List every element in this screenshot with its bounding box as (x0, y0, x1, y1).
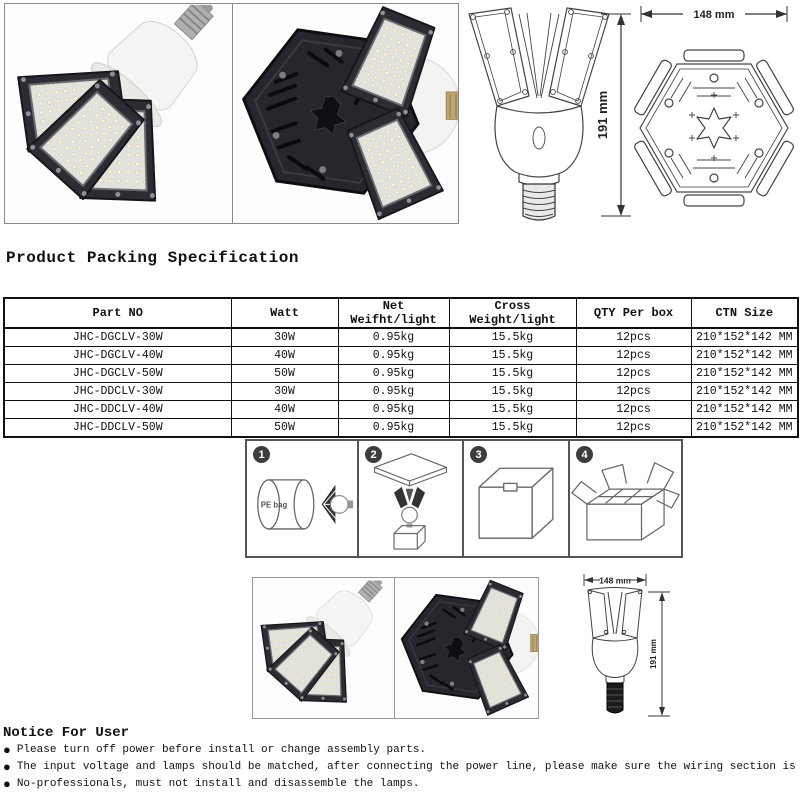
table-cell: JHC-DDCLV-30W (3, 382, 232, 401)
width-dimension: 148 mm (583, 574, 647, 586)
table-row: JHC-DGCLV-40W 40W 0.95kg 15.5kg 12pcs 21… (3, 346, 799, 365)
table-cell: 0.95kg (337, 346, 450, 365)
step-number-badge: 1 (253, 446, 270, 463)
packing-step-2: 2 (359, 441, 464, 556)
product-photo-box-small (252, 577, 539, 719)
width-dimension: 148 mm (640, 6, 788, 22)
bullet-icon: ● (3, 743, 11, 758)
bullet-icon: ● (3, 777, 11, 792)
lamp-back-photo-image (233, 4, 458, 223)
column-header: Net Weifht/light (337, 297, 450, 329)
column-header: Cross Weight/light (448, 297, 577, 329)
table-cell: 15.5kg (448, 400, 577, 419)
table-row: JHC-DGCLV-30W 30W 0.95kg 15.5kg 12pcs 21… (3, 327, 799, 347)
table-cell: 12pcs (575, 364, 692, 383)
table-cell: 50W (230, 364, 339, 383)
table-cell: 210*152*142 MM (690, 400, 799, 419)
column-header: Watt (230, 297, 339, 329)
step-number-badge: 4 (576, 446, 593, 463)
table-cell: 0.95kg (337, 400, 450, 419)
table-row: JHC-DDCLV-40W 40W 0.95kg 15.5kg 12pcs 21… (3, 400, 799, 419)
lamp-dimension-drawing: 148 mm 191 mm (583, 574, 670, 717)
table-cell: 0.95kg (337, 418, 450, 438)
table-cell: 15.5kg (448, 346, 577, 365)
step-number-badge: 3 (470, 446, 487, 463)
packing-step-3: 3 (464, 441, 570, 556)
inner-box-packing-icon (373, 453, 448, 550)
page-title: Product Packing Specification (6, 249, 299, 267)
pe-bag-label: PE bag (261, 500, 288, 509)
lamp-top-view-drawing: 148 mm (634, 6, 794, 207)
notice-item: ● The input voltage and lamps should be … (3, 759, 800, 776)
table-row: JHC-DDCLV-50W 50W 0.95kg 15.5kg 12pcs 21… (3, 418, 799, 438)
table-cell: 210*152*142 MM (690, 382, 799, 401)
lamp-photo-image (5, 4, 232, 223)
table-cell: 30W (230, 327, 339, 347)
table-cell: 12pcs (575, 346, 692, 365)
table-cell: 0.95kg (337, 382, 450, 401)
notice-item: ● Please turn off power before install o… (3, 742, 800, 759)
notice-item: ● No-professionals, must not install and… (3, 776, 800, 793)
product-photo-back (233, 4, 458, 223)
table-cell: 40W (230, 346, 339, 365)
column-header: CTN Size (690, 297, 799, 329)
height-dimension-label: 191 mm (649, 639, 658, 669)
bullet-icon: ● (3, 760, 11, 775)
table-cell: 210*152*142 MM (690, 327, 799, 347)
table-cell: 12pcs (575, 418, 692, 438)
notice-text: No-professionals, must not install and d… (16, 778, 420, 790)
height-dimension: 191 mm (595, 13, 631, 217)
table-cell: 15.5kg (448, 364, 577, 383)
notice-text: The input voltage and lamps should be ma… (16, 761, 800, 773)
table-cell: 0.95kg (337, 364, 450, 383)
open-carton-icon (571, 462, 680, 541)
height-dimension: 191 mm (648, 591, 670, 717)
notice-title: Notice For User (3, 725, 130, 741)
product-photo-angled (5, 4, 233, 223)
table-cell: JHC-DGCLV-40W (3, 346, 232, 365)
notice-section: Notice For User ● Please turn off power … (3, 724, 800, 793)
lamp-photo-image (253, 578, 394, 718)
closed-box-icon (478, 467, 554, 539)
column-header: Part NO (3, 297, 232, 329)
table-cell: JHC-DGCLV-50W (3, 364, 232, 383)
table-cell: JHC-DDCLV-50W (3, 418, 232, 438)
product-photo-back-small (395, 578, 538, 718)
notice-text: Please turn off power before install or … (16, 744, 427, 756)
step-number-badge: 2 (365, 446, 382, 463)
table-row: JHC-DGCLV-50W 50W 0.95kg 15.5kg 12pcs 21… (3, 364, 799, 383)
table-cell: 15.5kg (448, 382, 577, 401)
table-row: JHC-DDCLV-30W 30W 0.95kg 15.5kg 12pcs 21… (3, 382, 799, 401)
packing-spec-table: Part NO Watt Net Weifht/light Cross Weig… (3, 297, 799, 438)
table-cell: JHC-DGCLV-30W (3, 327, 232, 347)
table-cell: 40W (230, 400, 339, 419)
table-cell: 12pcs (575, 382, 692, 401)
table-header-row: Part NO Watt Net Weifht/light Cross Weig… (3, 297, 799, 329)
table-cell: 210*152*142 MM (690, 346, 799, 365)
table-cell: 210*152*142 MM (690, 364, 799, 383)
packing-step-4: 4 (570, 441, 681, 556)
column-header: QTY Per box (575, 297, 692, 329)
packing-steps: 1 PE bag 2 (245, 439, 683, 558)
table-cell: 15.5kg (448, 418, 577, 438)
packing-step-1: 1 PE bag (247, 441, 359, 556)
table-cell: 30W (230, 382, 339, 401)
lamp-side-drawing: 191 mm (468, 7, 631, 221)
width-dimension-label: 148 mm (694, 9, 735, 21)
table-cell: 210*152*142 MM (690, 418, 799, 438)
product-photo-angled-small (253, 578, 395, 718)
table-cell: 12pcs (575, 327, 692, 347)
table-cell: 50W (230, 418, 339, 438)
mini-lamp-icon (321, 484, 354, 525)
table-cell: 15.5kg (448, 327, 577, 347)
pe-bag-icon: PE bag (257, 479, 354, 530)
table-cell: 0.95kg (337, 327, 450, 347)
lamp-back-photo-image (395, 578, 538, 718)
height-dimension-label: 191 mm (595, 91, 610, 139)
width-dimension-label: 148 mm (599, 576, 631, 586)
table-cell: JHC-DDCLV-40W (3, 400, 232, 419)
product-photo-box (4, 3, 459, 224)
table-cell: 12pcs (575, 400, 692, 419)
